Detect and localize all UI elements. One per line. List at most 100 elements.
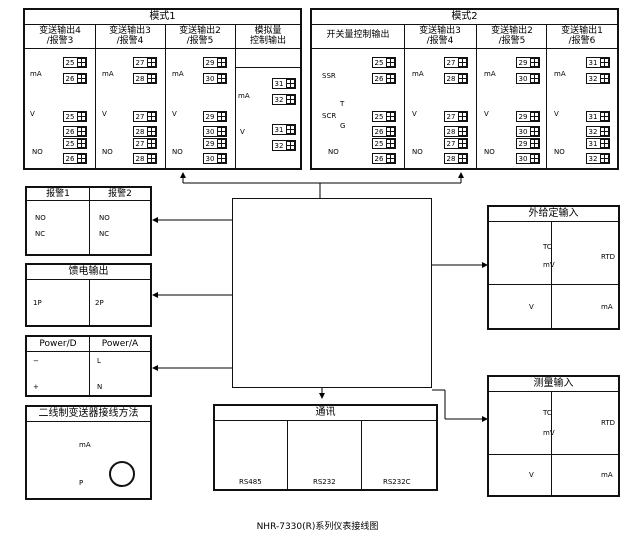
screw-icon (530, 112, 539, 121)
mode1-col1-terminal-2: 26 (63, 73, 87, 84)
mode-signal-label: mA (172, 70, 184, 78)
diagram-caption: NHR-7330(R)系列仪表接线图 (256, 522, 379, 532)
mode1-col1-terminal-4: 26 (63, 126, 87, 137)
screw-icon (530, 154, 539, 163)
mode1-col2-terminal-5: 27 (133, 138, 157, 149)
ext-rtd-label: RTD (601, 253, 616, 261)
screw-icon (217, 112, 226, 121)
screw-icon (77, 154, 86, 163)
mode1-col2-terminal-2-number: 28 (135, 75, 145, 83)
mode2-col3-terminal-1: 29 (516, 57, 540, 68)
mode1-col1-terminal-5: 25 (63, 138, 87, 149)
meas-tc-label: TC (543, 409, 552, 417)
mode1-title: 模式1 (25, 10, 300, 25)
mode1-col2-terminal-3: 27 (133, 111, 157, 122)
mode-signal-label: NO (172, 148, 183, 156)
ext-ma-label: mA (601, 303, 613, 311)
mode2-col2-terminal-4-number: 28 (446, 128, 456, 136)
mode-signal-label: T (340, 100, 345, 108)
mode2-col2-terminal-1: 27 (444, 57, 468, 68)
mode1-col3-terminal-5: 29 (203, 138, 227, 149)
alarm2-nc-label: NC (99, 230, 110, 238)
mode1-col1-terminal-5-number: 25 (65, 140, 75, 148)
mode1-col4-terminal-4: 32 (272, 140, 296, 151)
mode2-col2-terminal-6-number: 28 (446, 155, 456, 163)
mode-signal-label: NO (328, 148, 339, 156)
screw-icon (458, 127, 467, 136)
screw-icon (386, 127, 395, 136)
mode2-col4-terminal-5-number: 31 (588, 140, 598, 148)
mode-signal-label: NO (484, 148, 495, 156)
mode1-col4-terminal-1-number: 31 (274, 80, 284, 88)
mode1-col4-terminal-3: 31 (272, 124, 296, 135)
rs485-label: RS485 (239, 478, 262, 486)
mode1-col2-title: 变送输出3 /报警4 (109, 26, 151, 46)
mode1-col1-terminal-4-number: 26 (65, 128, 75, 136)
screw-icon (286, 95, 295, 104)
screw-icon (530, 127, 539, 136)
center-terminal-block (232, 198, 432, 388)
alarm1-nc-label: NC (35, 230, 46, 238)
screw-icon (77, 139, 86, 148)
mode1-col1-terminal-6-number: 26 (65, 155, 75, 163)
mode-signal-label: V (554, 110, 559, 118)
mode1-col2-terminal-6-number: 28 (135, 155, 145, 163)
screw-icon (286, 125, 295, 134)
power-n-label: N (97, 383, 103, 391)
mode2-col4-terminal-5: 31 (586, 138, 610, 149)
mode1-col4-terminal-2-number: 32 (274, 96, 284, 104)
mode1-col3-terminal-1-number: 29 (205, 59, 215, 67)
screw-icon (217, 74, 226, 83)
mode-signal-label: NO (102, 148, 113, 156)
ext-mv-label: mV (543, 261, 555, 269)
mode-signal-label: mA (102, 70, 114, 78)
ext-v-label: V (529, 303, 534, 311)
mode-signal-label: SCR (322, 112, 337, 120)
mode-signal-label: mA (554, 70, 566, 78)
screw-icon (147, 127, 156, 136)
rs232-label: RS232 (313, 478, 336, 486)
mode2-col3-terminal-1-number: 29 (518, 59, 528, 67)
alarm-panel: 报警1 报警2 NO NC NO NC (25, 186, 152, 256)
screw-icon (600, 127, 609, 136)
mode2-col1-terminal-6-number: 26 (374, 155, 384, 163)
meas-input-panel: 测量输入 TC mV RTD V mA (487, 375, 620, 497)
screw-icon (217, 58, 226, 67)
mode2-col1-terminal-1: 25 (372, 57, 396, 68)
screw-icon (458, 139, 467, 148)
meas-mv-label: mV (543, 429, 555, 437)
mode2-col2-terminal-6: 28 (444, 153, 468, 164)
ext-title: 外给定输入 (489, 207, 618, 222)
mode1-col2-terminal-5-number: 27 (135, 140, 145, 148)
mode2-col1-title: 开关量控制输出 (326, 30, 390, 40)
mode1-col1-terminal-3: 25 (63, 111, 87, 122)
mode2-col1-terminal-1-number: 25 (374, 59, 384, 67)
mode1-col3-terminal-3: 29 (203, 111, 227, 122)
rs232c-label: RS232C (383, 478, 411, 486)
ext-input-panel: 外给定输入 TC mV RTD V mA (487, 205, 620, 330)
mode1-col4-terminal-3-number: 31 (274, 126, 284, 134)
mode2-col4-terminal-4: 32 (586, 126, 610, 137)
power-minus-label: − (33, 357, 39, 365)
screw-icon (600, 112, 609, 121)
mode1-col1-title: 变送输出4 /报警3 (39, 26, 81, 46)
mode2-col3-terminal-4-number: 30 (518, 128, 528, 136)
power-panel: Power/D Power/A − + L N (25, 335, 152, 397)
power-l-label: L (97, 357, 101, 365)
mode2-col2-terminal-2: 28 (444, 73, 468, 84)
power-plus-label: + (33, 383, 39, 391)
mode1-col3-terminal-5-number: 29 (205, 140, 215, 148)
mode2-col1-terminal-6: 26 (372, 153, 396, 164)
screw-icon (458, 58, 467, 67)
mode2-col2-terminal-5: 27 (444, 138, 468, 149)
mode1-col3-terminal-6: 30 (203, 153, 227, 164)
mode1-col3-terminal-4-number: 30 (205, 128, 215, 136)
screw-icon (217, 154, 226, 163)
meas-rtd-label: RTD (601, 419, 616, 427)
screw-icon (530, 58, 539, 67)
mode-signal-label: V (102, 110, 107, 118)
feed-title: 馈电输出 (27, 265, 150, 280)
alarm1-title: 报警1 (46, 189, 70, 199)
mode1-col1-terminal-2-number: 26 (65, 75, 75, 83)
mode1-col1-terminal-1-number: 25 (65, 59, 75, 67)
